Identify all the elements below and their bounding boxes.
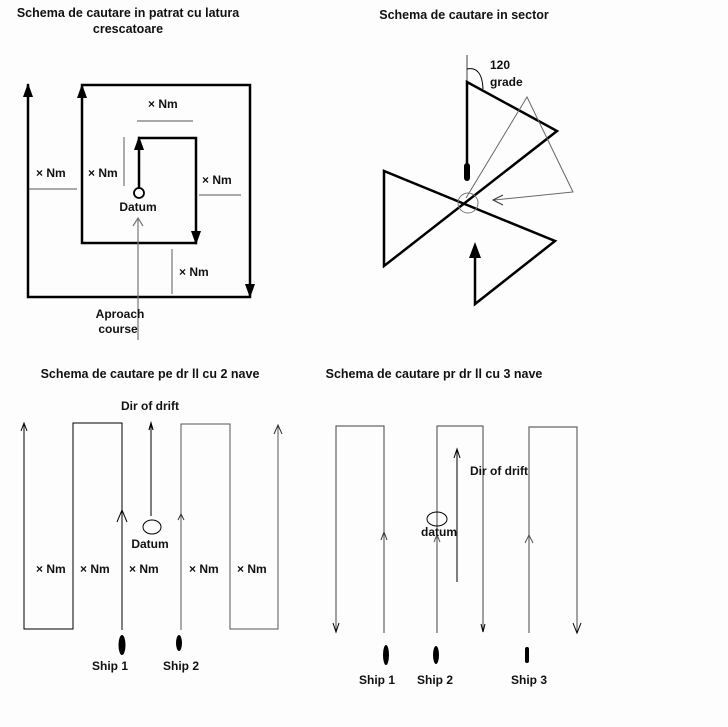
ship-1-label: Ship 1: [359, 673, 395, 687]
arrowhead-icon: [491, 194, 504, 206]
dimension-label: × Nm: [202, 173, 232, 187]
arrowhead-icon: [572, 622, 582, 635]
arrowhead-icon: [380, 530, 388, 541]
ship-2-marker: [433, 646, 439, 664]
approach-label-1: Aproach: [96, 307, 145, 321]
arrowhead-icon: [77, 84, 87, 98]
ship-1-marker: [383, 645, 389, 665]
arrowhead-icon: [148, 420, 154, 431]
datum-marker: [457, 192, 479, 214]
dimension-label: × Nm: [88, 166, 118, 180]
ship-1-track: [335, 425, 385, 633]
dimension-label: × Nm: [36, 166, 66, 180]
expanding-square-title-1: Schema de cautare in patrat cu latura: [17, 6, 240, 20]
datum-label: datum: [421, 525, 457, 539]
drift-label: Dir of drift: [121, 399, 179, 413]
spacing-label: × Nm: [129, 562, 159, 576]
expanding-square-title-2: crescatoare: [93, 22, 163, 36]
ship-2-track: [180, 423, 279, 630]
ship-3-track: [528, 426, 578, 633]
ship-1-marker: [118, 635, 126, 655]
drift-label: Dir of drift: [470, 464, 528, 478]
spacing-label: × Nm: [237, 562, 267, 576]
ship-2-track: [436, 425, 484, 633]
arrowhead-icon: [20, 421, 28, 432]
sector-title: Schema de cautare in sector: [379, 8, 549, 22]
spacing-label: × Nm: [36, 562, 66, 576]
arrowhead-icon: [132, 216, 144, 227]
arrowhead-icon: [116, 508, 128, 523]
ship-2-marker: [176, 635, 182, 651]
dimension-label: × Nm: [179, 265, 209, 279]
sector-search-diagram: Schema de cautare in sector 120 grade: [379, 8, 574, 307]
arrowhead-icon: [524, 533, 534, 544]
arrowhead-icon: [332, 622, 340, 634]
arrowhead-icon: [191, 231, 201, 245]
datum-label: Datum: [131, 537, 168, 551]
ship-2-label: Ship 2: [417, 673, 453, 687]
two-ships-title: Schema de cautare pe dr ll cu 2 nave: [41, 367, 260, 381]
arrowhead-icon: [469, 242, 481, 258]
approach-label-2: course: [98, 322, 138, 336]
ship-2-label: Ship 2: [163, 659, 199, 673]
spacing-label: × Nm: [189, 562, 219, 576]
arrowhead-icon: [273, 423, 283, 435]
angle-unit: grade: [490, 75, 523, 89]
arrowhead-icon: [134, 136, 144, 150]
arrowhead-icon: [177, 512, 185, 521]
ship-3-label: Ship 3: [511, 673, 547, 687]
parallel-two-ships-diagram: Schema de cautare pe dr ll cu 2 nave Dir…: [20, 367, 283, 673]
arrowhead-icon: [453, 447, 461, 459]
arrowhead-icon: [480, 623, 486, 633]
ship-marker: [464, 163, 470, 181]
datum-marker: [426, 511, 448, 527]
three-ships-title: Schema de cautare pr dr ll cu 3 nave: [326, 367, 543, 381]
ship-1-label: Ship 1: [92, 659, 128, 673]
spacing-label: × Nm: [80, 562, 110, 576]
datum-label: Datum: [119, 200, 156, 214]
ship-1-track: [23, 422, 123, 630]
arrowhead-icon: [245, 284, 255, 298]
arrowhead-icon: [433, 533, 441, 543]
ship-3-marker: [525, 647, 529, 663]
second-search-leg: [465, 95, 574, 201]
sector-track: [382, 79, 560, 307]
parallel-three-ships-diagram: Schema de cautare pr dr ll cu 3 nave Dir…: [326, 367, 582, 687]
datum-marker: [133, 187, 145, 199]
expanding-square-diagram: Schema de cautare in patrat cu latura cr…: [17, 6, 255, 340]
expanding-square-track: [26, 83, 252, 299]
dimension-label: × Nm: [148, 97, 178, 111]
datum-marker: [142, 519, 162, 535]
arrowhead-icon: [23, 83, 33, 97]
angle-value: 120: [490, 58, 510, 72]
angle-arc: [466, 68, 484, 90]
